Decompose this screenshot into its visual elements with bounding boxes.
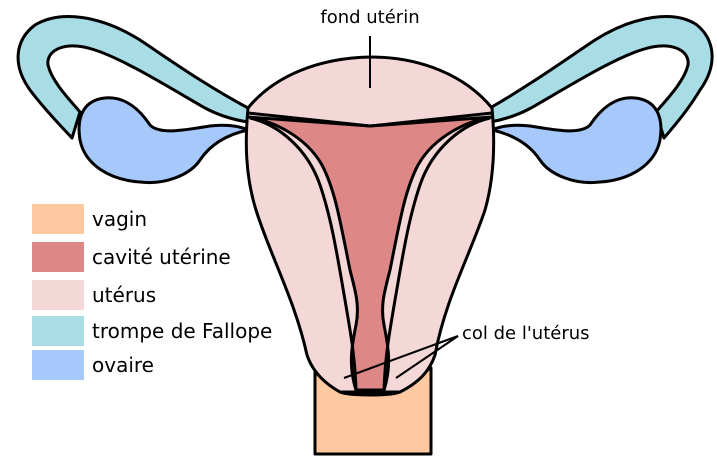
legend-label-vagina: vagin <box>92 207 147 231</box>
legend-label-fallopian-tube: trompe de Fallope <box>92 319 272 343</box>
legend-label-uterus: utérus <box>92 283 156 307</box>
legend-swatch-uterus <box>32 280 84 310</box>
legend: vagin cavité utérine utérus trompe de Fa… <box>32 204 272 380</box>
legend-label-ovary: ovaire <box>92 353 154 377</box>
legend-swatch-vagina <box>32 204 84 234</box>
fundus-label: fond utérin <box>320 7 419 28</box>
legend-swatch-fallopian-tube <box>32 316 84 346</box>
cervix-label: col de l'utérus <box>462 323 590 344</box>
legend-swatch-ovary <box>32 350 84 380</box>
legend-label-uterine-cavity: cavité utérine <box>92 245 231 269</box>
legend-swatch-uterine-cavity <box>32 242 84 272</box>
